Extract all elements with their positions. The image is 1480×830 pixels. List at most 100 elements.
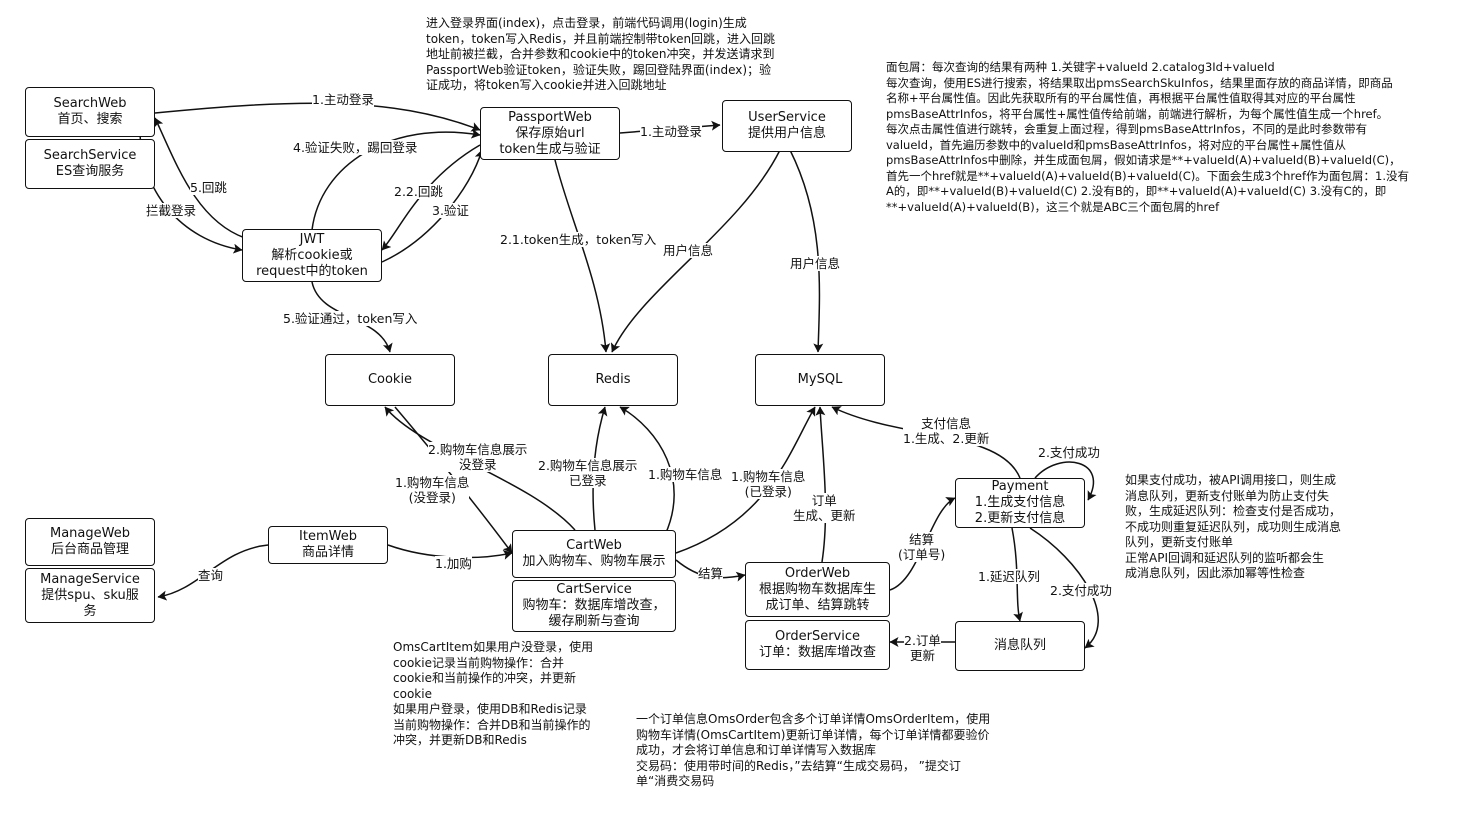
label-order-payment-line1: 结算: [909, 532, 935, 547]
searchservice-title: SearchService: [43, 148, 137, 163]
label-cart-cookie-show: 2.购物车信息展示 没登录: [428, 442, 528, 472]
label-payment-mysql-line1: 支付信息: [921, 416, 972, 431]
label-cart-redis-show-line2: 已登录: [568, 473, 607, 488]
cartservice-title: CartService: [556, 582, 632, 597]
manageservice-node[interactable]: ManageService 提供spu、sku服 务: [25, 568, 155, 623]
manageweb-title: ManageWeb: [50, 526, 130, 541]
mysql-node[interactable]: MySQL: [755, 354, 885, 406]
cookie-node[interactable]: Cookie: [325, 354, 455, 406]
jwt-title: JWT: [299, 231, 325, 247]
payment-title: Payment: [991, 479, 1049, 494]
orderweb-node[interactable]: OrderWeb 根据购物车数据库生 成订单、结算跳转: [745, 562, 890, 617]
searchweb-title: SearchWeb: [53, 96, 127, 111]
edge-searchweb-passport: [154, 102, 481, 132]
label-cart-mysql-line2: (已登录): [744, 484, 792, 499]
label-cart-order: 结算: [698, 566, 724, 581]
cartweb-title: CartWeb: [566, 538, 622, 553]
cartweb-desc: 加入购物车、购物车展示: [522, 554, 666, 569]
edge-passport-redis: [554, 159, 611, 353]
searchweb-node[interactable]: SearchWeb 首页、搜索: [25, 87, 155, 137]
cartservice-desc-2: 缓存刷新与查询: [548, 614, 640, 629]
payment-desc-1: 1.生成支付信息: [974, 495, 1066, 510]
label-order-payment: 结算 (订单号): [898, 532, 946, 562]
label-passport-userservice: 1.主动登录: [640, 124, 702, 139]
label-cookie-cart-info-line2: (没登录): [408, 490, 456, 505]
itemweb-title: ItemWeb: [299, 529, 357, 544]
searchweb-desc: 首页、搜索: [57, 112, 123, 127]
searchservice-desc: ES查询服务: [55, 164, 125, 179]
cartservice-node[interactable]: CartService 购物车：数据库增改查， 缓存刷新与查询: [512, 580, 676, 632]
label-cart-redis-show: 2.购物车信息展示 已登录: [538, 458, 638, 488]
label-userservice-mysql: 用户信息: [790, 256, 841, 271]
payment-node[interactable]: Payment 1.生成支付信息 2.更新支付信息: [955, 478, 1085, 528]
searchservice-node[interactable]: SearchService ES查询服务: [25, 139, 155, 189]
orderservice-title: OrderService: [775, 629, 860, 644]
note-login: 进入登录界面(index)，点击登录，前端代码调用(login)生成 token…: [426, 16, 776, 92]
manageservice-title: ManageService: [40, 571, 140, 587]
cartservice-desc-1: 购物车：数据库增改查，: [522, 598, 666, 613]
note-payment: 如果支付成功，被API调用接口，则生成 消息队列，更新支付账单为防止支付失 败，…: [1125, 473, 1342, 580]
label-mq-orderservice-line2: 更新: [909, 648, 935, 663]
label-searchweb-jwt-block: 拦截登录: [146, 203, 197, 218]
userservice-desc: 提供用户信息: [747, 126, 826, 141]
label-jwt-passport-verify: 3.验证: [432, 203, 469, 218]
userservice-node[interactable]: UserService 提供用户信息: [722, 100, 852, 152]
label-mq-orderservice-line1: 2.订单: [904, 633, 941, 648]
redis-node[interactable]: Redis: [548, 354, 678, 406]
label-cart-redis-show-line1: 2.购物车信息展示: [538, 458, 638, 473]
mysql-title: MySQL: [797, 372, 843, 387]
itemweb-desc: 商品详情: [301, 545, 354, 560]
edge-userservice-mysql: [789, 149, 824, 353]
passportweb-title: PassportWeb: [508, 109, 592, 125]
manageservice-desc-1: 提供spu、sku服: [41, 587, 139, 603]
itemweb-node[interactable]: ItemWeb 商品详情: [268, 526, 388, 564]
jwt-node[interactable]: JWT 解析cookie或 request中的token: [242, 229, 382, 282]
edge-passport-jwt-back: [381, 144, 481, 251]
label-payment-success-top: 2.支付成功: [1038, 445, 1100, 460]
label-userservice-redis: 用户信息: [663, 243, 714, 258]
label-passport-jwt-back: 2.2.回跳: [394, 184, 443, 199]
label-jwt-cookie: 5.验证通过，token写入: [283, 311, 418, 326]
edge-jwt-searchweb-back: [154, 117, 246, 239]
mq-node[interactable]: 消息队列: [955, 621, 1085, 671]
label-jwt-passport-fail: 4.验证失败，踢回登录: [293, 140, 418, 155]
payment-desc-2: 2.更新支付信息: [974, 511, 1066, 526]
label-order-payment-line2: (订单号): [898, 547, 946, 562]
label-itemweb-manage: 查询: [198, 568, 224, 583]
edge-cart-redis-info: [619, 406, 675, 536]
manageservice-desc-2: 务: [83, 603, 97, 619]
label-order-mysql-line2: 生成、更新: [793, 508, 856, 523]
label-cookie-cart-info: 1.购物车信息 (没登录): [395, 475, 470, 505]
note-breadcrumb: 面包屑：每次查询的结果有两种 1.关键字+valueId 2.catalog3I…: [886, 60, 1409, 214]
passportweb-desc-2: token生成与验证: [499, 141, 601, 157]
label-cart-mysql-line1: 1.购物车信息: [731, 469, 806, 484]
orderweb-title: OrderWeb: [784, 565, 851, 581]
label-cart-redis-info: 1.购物车信息: [648, 467, 723, 482]
label-payment-mq-delay: 1.延迟队列: [978, 569, 1040, 584]
jwt-desc-1: 解析cookie或: [271, 247, 353, 263]
label-payment-mysql-line2: 1.生成、2.更新: [903, 431, 990, 446]
orderservice-node[interactable]: OrderService 订单：数据库增改查: [745, 620, 890, 670]
label-mq-orderservice: 2.订单 更新: [904, 633, 941, 663]
note-cart: OmsCartItem如果用户没登录，使用 cookie记录当前购物操作：合并 …: [393, 640, 594, 747]
orderweb-desc-2: 成订单、结算跳转: [765, 597, 870, 613]
label-itemweb-cart: 1.加购: [435, 556, 472, 571]
label-cart-cookie-show-line1: 2.购物车信息展示: [428, 442, 528, 457]
edge-order-mysql: [815, 406, 827, 563]
userservice-title: UserService: [748, 110, 826, 125]
label-payment-mysql: 支付信息 1.生成、2.更新: [903, 416, 990, 446]
jwt-desc-2: request中的token: [256, 263, 368, 279]
edge-payment-self: [1034, 461, 1097, 501]
label-jwt-searchweb-back: 5.回跳: [190, 180, 227, 195]
manageweb-node[interactable]: ManageWeb 后台商品管理: [25, 518, 155, 566]
label-cookie-cart-info-line1: 1.购物车信息: [395, 475, 470, 490]
label-passport-redis: 2.1.token生成，token写入: [500, 232, 657, 247]
mq-title: 消息队列: [993, 638, 1046, 653]
passportweb-node[interactable]: PassportWeb 保存原始url token生成与验证: [480, 107, 620, 160]
cartweb-node[interactable]: CartWeb 加入购物车、购物车展示: [512, 530, 676, 578]
manageweb-desc: 后台商品管理: [50, 542, 129, 557]
orderweb-desc-1: 根据购物车数据库生: [758, 581, 876, 597]
label-cart-cookie-show-line2: 没登录: [458, 457, 497, 472]
label-payment-mq-success: 2.支付成功: [1050, 583, 1112, 598]
label-sw-passport: 1.主动登录: [312, 92, 374, 107]
